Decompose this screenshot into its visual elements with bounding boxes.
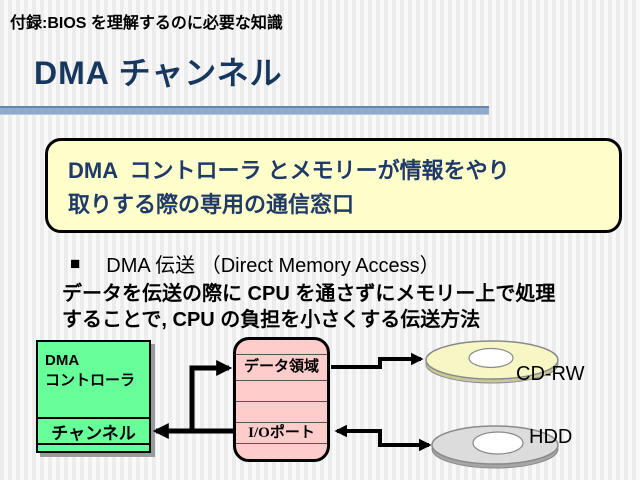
- io-port-label: I/Oポート: [248, 425, 315, 441]
- memory-map-box: データ領域 I/Oポート: [233, 337, 330, 462]
- callout-line-1: DMA コントローラ とメモリーが情報をやり: [68, 158, 510, 183]
- callout-box: DMA コントローラ とメモリーが情報をやり 取りする際の専用の通信窓口: [45, 138, 622, 233]
- memory-row-divider: [236, 380, 327, 381]
- channel-section: チャンネル: [38, 417, 149, 445]
- section-heading: ■ DMA 伝送 （Direct Memory Access）: [70, 249, 440, 278]
- memory-row-divider: [236, 443, 327, 444]
- arrow-data-area-to-cdrw: [331, 352, 424, 369]
- channel-label: チャンネル: [51, 423, 136, 443]
- data-area-label: データ領域: [243, 359, 319, 375]
- callout-line-2: 取りする際の専用の通信窓口: [68, 192, 355, 217]
- header-note: 付録:BIOS を理解するのに必要な知識: [10, 15, 283, 32]
- section-heading-text: DMA 伝送 （Direct Memory Access）: [106, 255, 440, 277]
- arrow-hdd-to-ioport: [334, 424, 432, 452]
- memory-row-divider: [236, 354, 327, 355]
- dma-controller-label-line1: DMA: [45, 352, 80, 369]
- memory-row-divider: [236, 401, 327, 402]
- page-title: DMA チャンネル: [34, 55, 283, 91]
- cdrw-label: CD-RW: [516, 363, 585, 385]
- body-text-line-2: することで, CPU の負担を小さくする伝送方法: [62, 309, 481, 331]
- dma-controller-label: DMA コントローラ: [38, 342, 149, 391]
- dma-controller-box: DMA コントローラ チャンネル: [36, 340, 151, 453]
- dma-controller-label-line2: コントローラ: [45, 372, 136, 389]
- body-text-line-1: データを伝送の際に CPU を通さずにメモリー上で処理: [62, 283, 556, 305]
- title-underline-rule: [0, 106, 489, 115]
- bullet-square-icon: ■: [70, 253, 81, 273]
- hdd-disc-hole: [472, 431, 524, 455]
- arrow-channel-to-data-area: [189, 359, 233, 431]
- memory-row-divider: [236, 422, 327, 423]
- hdd-label: HDD: [529, 426, 573, 448]
- cdrw-disc-hole: [468, 347, 514, 369]
